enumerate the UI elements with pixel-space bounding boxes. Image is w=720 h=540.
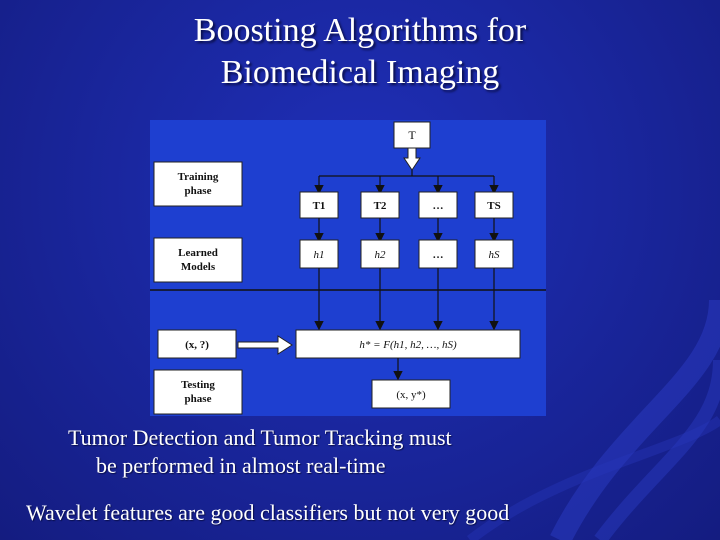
top-node-label: T: [408, 128, 416, 142]
ensemble-label: h* = F(h1, h2, …, hS): [359, 339, 457, 351]
subset-row: T1 T2 … TS: [299, 191, 514, 219]
subset-label-4: TS: [487, 200, 500, 212]
title-line-1: Boosting Algorithms for: [193, 12, 527, 49]
subset-box-3: [418, 191, 458, 219]
bullet-item-1-text: Tumor Detection and Tumor Tracking must: [68, 425, 452, 450]
ensemble-box: [295, 329, 521, 359]
bullet-item-2-text: Wavelet features are good classifiers bu…: [26, 500, 510, 525]
slide-title: Boosting Algorithms for Biomedical Imagi…: [0, 10, 720, 94]
model-label-4: hS: [489, 249, 501, 261]
bullet-item-1-continuation: be performed in almost real-time: [96, 453, 386, 478]
model-box-4: [474, 239, 514, 269]
training-phase-line-2: phase: [185, 185, 212, 197]
training-phase-box: [153, 161, 243, 207]
bullet-item-2: Wavelet features are good classifiers bu…: [26, 499, 716, 527]
testing-phase-box: [153, 369, 243, 415]
query-box: [157, 329, 237, 359]
learned-models-line-2: Models: [181, 261, 216, 273]
model-to-ensemble-arrows: [314, 268, 499, 331]
output-box: [371, 379, 451, 409]
model-box-2: [360, 239, 400, 269]
top-node-box: [393, 121, 431, 149]
model-label-1: h1: [314, 249, 325, 261]
query-label: (x, ?): [185, 339, 209, 351]
learned-models-box: [153, 237, 243, 283]
boosting-diagram: T Training phase T1 T2 … TS Learned Mode…: [150, 120, 546, 416]
model-box-3: [418, 239, 458, 269]
training-phase-line-1: Training: [178, 171, 219, 183]
subset-label-1: T1: [313, 200, 326, 212]
model-row: h1 h2 … hS: [299, 239, 514, 269]
learned-models-line-1: Learned: [178, 247, 218, 259]
title-line-2: Biomedical Imaging: [220, 54, 500, 91]
distributor-arrows: [314, 176, 499, 195]
subset-to-model-arrows: [314, 218, 499, 243]
model-label-2: h2: [375, 249, 387, 261]
bullet-item-1: Tumor Detection and Tumor Tracking must …: [68, 424, 708, 480]
top-down-arrow: [403, 147, 421, 171]
subset-box-2: [360, 191, 400, 219]
output-label: (x, y*): [396, 389, 426, 401]
subset-label-2: T2: [374, 200, 387, 212]
subset-label-3: …: [433, 200, 444, 212]
query-to-ensemble-arrow: [237, 335, 293, 355]
subset-box-4: [474, 191, 514, 219]
testing-phase-line-1: Testing: [181, 379, 215, 391]
model-label-3: …: [433, 249, 444, 261]
testing-phase-line-2: phase: [185, 393, 212, 405]
model-box-1: [299, 239, 339, 269]
